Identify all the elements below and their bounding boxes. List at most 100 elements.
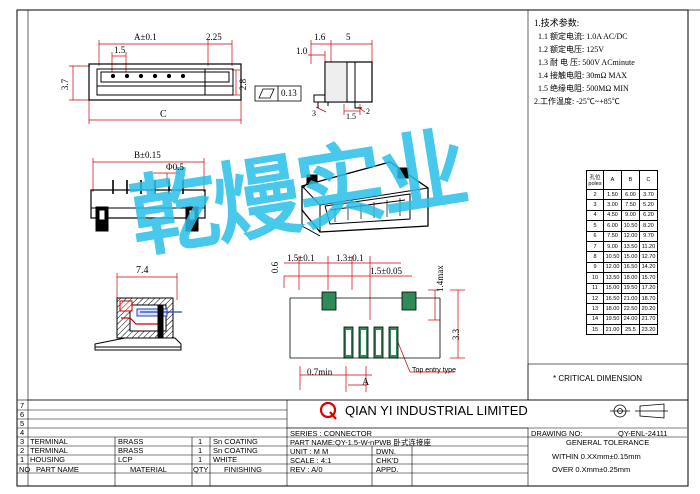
front-view — [90, 158, 206, 232]
pole-table-cell: 13.50 — [621, 240, 640, 253]
spec-line: 1.2 额定电压: 125V — [538, 45, 604, 54]
pcb-footprint — [283, 256, 465, 392]
dim-1-0: 1.0 — [296, 46, 308, 56]
pole-table-cell: 24.00 — [621, 313, 640, 326]
projection-symbol — [610, 403, 668, 419]
pole-table-cell: 孔位 poles — [586, 170, 604, 190]
pole-table-cell: 18.00 — [603, 303, 622, 315]
pole-table-cell: 21.70 — [639, 313, 658, 326]
pole-table-cell: 7.50 — [621, 199, 640, 211]
title-block-lines — [16, 399, 689, 487]
pole-table-cell: 6.00 — [603, 220, 622, 232]
dim-fp-1-4max: 1.4max — [435, 265, 445, 292]
bom-part: HOUSING — [30, 455, 66, 464]
pole-table-cell: 22.50 — [621, 303, 640, 315]
pole-table-cell: 9.00 — [603, 240, 622, 253]
pole-table-cell: 4.50 — [603, 209, 622, 222]
bom-part: TERMINAL — [30, 437, 68, 446]
top-view — [69, 40, 242, 124]
spec-line: 1.5 绝缘电阻: 500MΩ MIN — [538, 84, 629, 93]
bom-no: 2 — [20, 446, 25, 455]
bom-header-no: NO — [19, 465, 31, 474]
pole-table-cell: 11.20 — [639, 240, 658, 253]
pole-table-cell: 18.00 — [621, 272, 640, 284]
top-entry-note: Top entry type — [412, 367, 456, 374]
spec-line: 2.工作温度: -25℃~+85℃ — [534, 97, 620, 106]
bom-header-part: PART NAME — [36, 465, 79, 474]
pole-table-cell: 11 — [586, 282, 604, 294]
critical-dimension-note: * CRITICAL DIMENSION — [553, 374, 643, 383]
general-tolerance: GENERAL TOLERANCE — [566, 438, 650, 447]
dim-a: A±0.1 — [134, 32, 157, 42]
pole-table-cell: 16.50 — [603, 292, 622, 305]
pole-table-cell: 3.00 — [603, 199, 622, 211]
scale: SCALE : 4:1 — [290, 456, 332, 465]
dim-fp-a: A — [362, 377, 370, 388]
row-num: 6 — [20, 410, 25, 419]
pole-table-cell: 23.20 — [639, 324, 658, 336]
pole-table-cell: A — [603, 170, 622, 190]
bom-header-qty: QTY — [193, 465, 209, 474]
pole-table-cell: 18.70 — [639, 292, 658, 305]
dim-fp-0-6: 0.6 — [270, 261, 281, 274]
pole-table-cell: 9.00 — [621, 209, 640, 222]
dim-1-6: 1.6 — [314, 32, 326, 42]
flatness-callout — [254, 85, 302, 102]
bom-part: TERMINAL — [30, 446, 68, 455]
pole-table-cell: 15 — [586, 324, 604, 336]
pole-table-cell: 8.20 — [639, 220, 658, 232]
pole-table-cell: 8 — [586, 251, 604, 263]
flatness-value: 0.13 — [281, 88, 297, 98]
dim-fp-1-3: 1.3±0.1 — [336, 253, 364, 263]
pole-table-cell: 20.20 — [639, 303, 658, 315]
company-name: QIAN YI INDUSTRIAL LIMITED — [345, 403, 528, 418]
spec-line: 1.1 额定电流: 1.0A AC/DC — [538, 32, 628, 41]
specs-heading: 1.技术参数: — [534, 18, 580, 28]
pole-table-cell: 2 — [586, 188, 604, 201]
dim-fp-1-5b: 1.5±0.05 — [370, 266, 402, 276]
pole-table-cell: 17.20 — [639, 282, 658, 294]
bom-material: BRASS — [118, 437, 144, 446]
pole-table-cell: 10.50 — [621, 220, 640, 232]
dim-7-4: 7.4 — [136, 265, 149, 276]
bom-qty: 1 — [198, 446, 203, 455]
row-num: 7 — [20, 401, 25, 410]
dim-c: C — [160, 109, 167, 120]
dim-side-1-5: 1.5 — [346, 112, 356, 121]
pole-table-cell: 4 — [586, 209, 604, 222]
bom-no: 3 — [20, 437, 25, 446]
dim-fp-0-7min: 0.7min — [307, 367, 333, 377]
part-name: PART NAME:QY-1.5-W-nPWB 卧式连接座 — [290, 438, 431, 447]
dim-b: B±0.15 — [134, 150, 161, 160]
pole-table-cell: 13.50 — [603, 272, 622, 284]
dim-pin-dia: Φ0.5 — [166, 162, 184, 172]
side-view — [308, 40, 373, 115]
pole-table-cell: 13 — [586, 303, 604, 315]
pole-table-cell: 7.50 — [603, 230, 622, 242]
pole-table-cell: 7 — [586, 240, 604, 253]
section-view — [94, 273, 182, 351]
row-num: 4 — [20, 428, 25, 437]
pole-table-cell: 12.00 — [603, 261, 622, 274]
pole-table-cell: C — [639, 170, 658, 190]
pole-table-cell: 6.20 — [639, 209, 658, 222]
pole-table-cell: 12.70 — [639, 251, 658, 263]
pole-table-cell: 14 — [586, 313, 604, 326]
pole-table-cell: 10.50 — [603, 251, 622, 263]
dim-5: 5 — [346, 32, 351, 42]
pole-table-cell: 10 — [586, 272, 604, 284]
